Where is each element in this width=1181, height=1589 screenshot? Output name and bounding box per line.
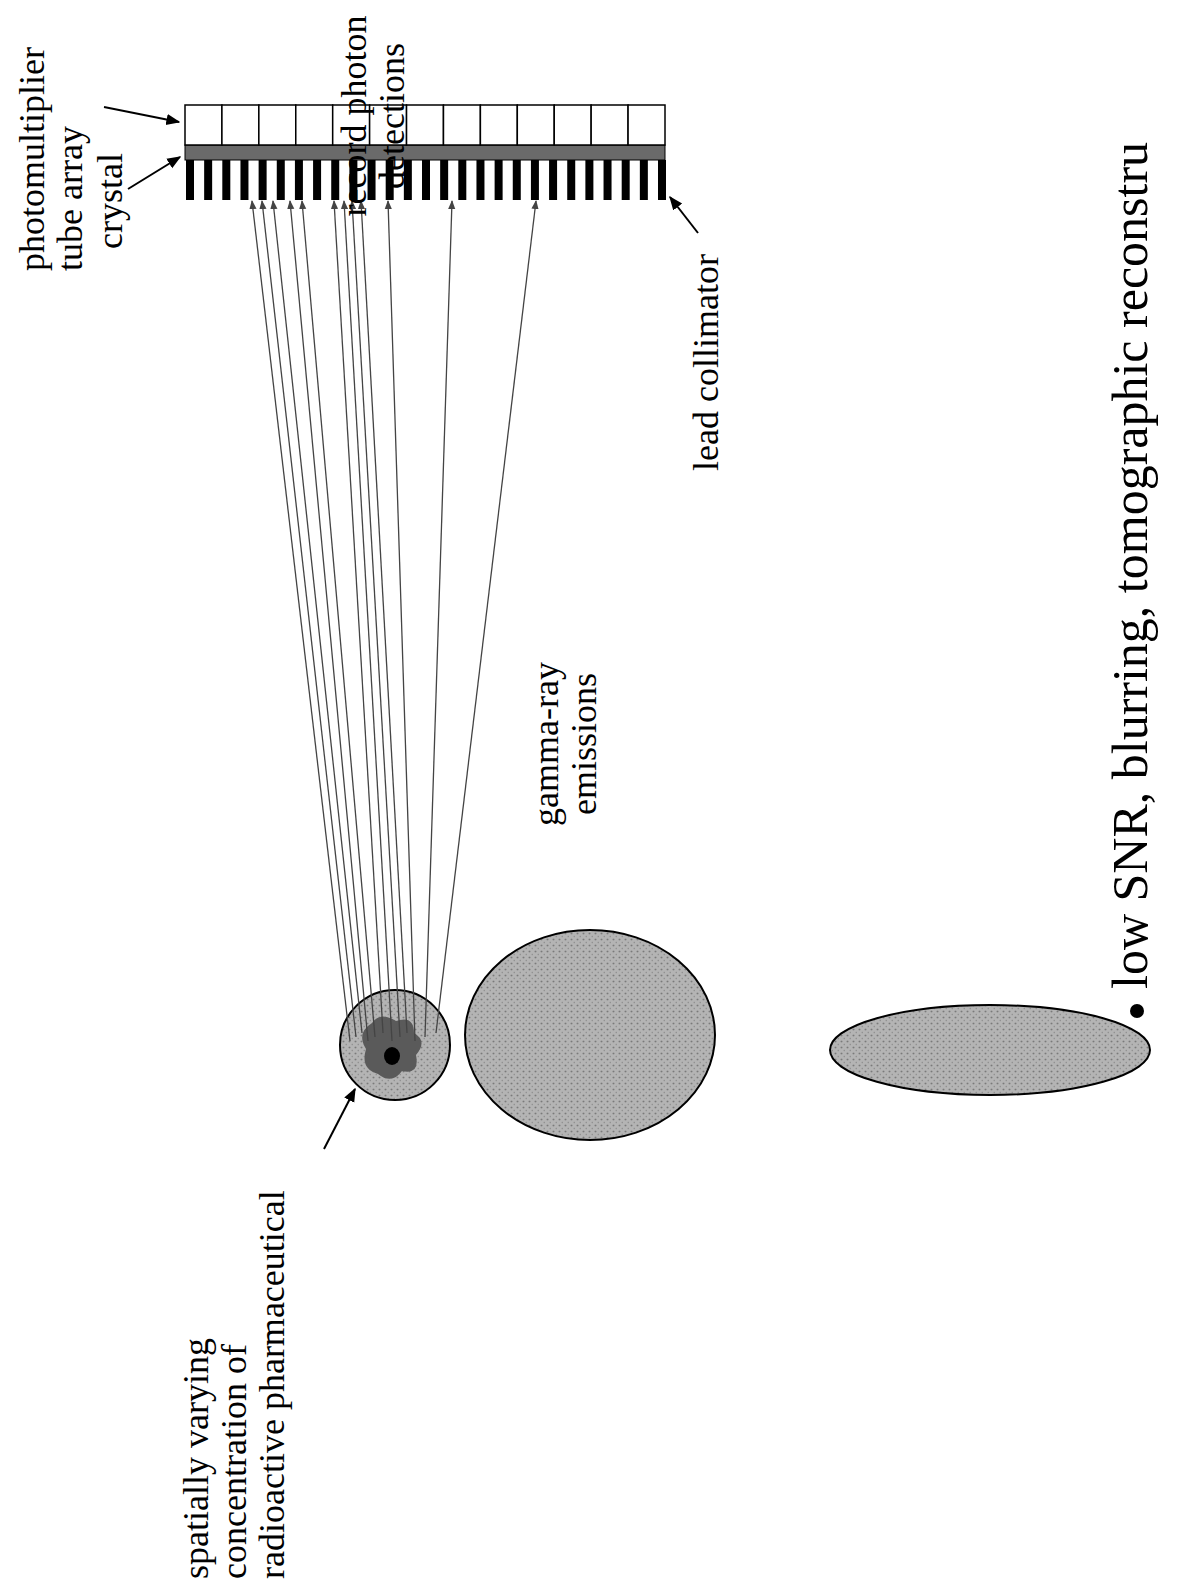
- collimator-septum: [204, 160, 212, 200]
- part-label: crystal: [92, 153, 130, 249]
- collimator-septum: [222, 160, 230, 200]
- gamma-ray: [425, 201, 452, 1037]
- collimator-septum: [440, 160, 448, 200]
- gamma-ray: [302, 201, 375, 1037]
- collimator-septum: [186, 160, 194, 200]
- gamma-rays: [252, 201, 536, 1041]
- collimator-septum: [295, 160, 303, 200]
- collimator-septum: [585, 160, 593, 200]
- pmt-tube: [591, 105, 628, 145]
- gamma-ray: [273, 201, 362, 1033]
- ray-label: gamma-ray emissions: [528, 654, 604, 834]
- collimator-septum: [622, 160, 630, 200]
- collimator-septum: [567, 160, 575, 200]
- part-label: lead collimator: [688, 254, 726, 471]
- collimator-septum: [259, 160, 267, 200]
- pmt-tube: [480, 105, 517, 145]
- bullet-dot: [1130, 1004, 1144, 1018]
- gamma-ray: [361, 201, 407, 1033]
- collimator-septum: [240, 160, 248, 200]
- collimator-septum: [549, 160, 557, 200]
- collimator-septum: [313, 160, 321, 200]
- bullet-text: low SNR, blurring, tomographic reconstru: [1104, 142, 1157, 989]
- gamma-camera: [185, 105, 666, 200]
- collimator-septum: [495, 160, 503, 200]
- pmt-tube: [517, 105, 554, 145]
- pmt-tube: [222, 105, 259, 145]
- collimator-septum: [277, 160, 285, 200]
- pmt-tube: [443, 105, 480, 145]
- pmt-tube: [628, 105, 665, 145]
- leader-arrows: [104, 107, 698, 1149]
- part-label: photomultiplier tube array: [14, 47, 90, 271]
- collimator-septum: [604, 160, 612, 200]
- collimator-septum: [531, 160, 539, 200]
- pmt-tube: [407, 105, 444, 145]
- collimator-septum: [513, 160, 521, 200]
- gamma-ray: [388, 201, 415, 1041]
- gamma-ray: [352, 201, 400, 1037]
- callout-label: spatially varying concentration of radio…: [178, 1190, 291, 1579]
- collimator-septa: [186, 160, 666, 200]
- gamma-ray: [290, 201, 368, 1041]
- gamma-ray: [436, 201, 536, 1033]
- pmt-tube: [554, 105, 591, 145]
- crystal-band: [185, 145, 665, 160]
- pmt-tube: [185, 105, 222, 145]
- collimator-septum: [422, 160, 430, 200]
- collimator-septum: [476, 160, 484, 200]
- patient-figure: [340, 930, 1150, 1140]
- pmt-tube: [259, 105, 296, 145]
- gamma-ray: [252, 201, 350, 1041]
- pmt-tube: [296, 105, 333, 145]
- collimator-septum: [658, 160, 666, 200]
- collimator-septum: [640, 160, 648, 200]
- pmt-array: [185, 105, 665, 145]
- note-label: record photon detections: [336, 5, 412, 227]
- collimator-septum: [458, 160, 466, 200]
